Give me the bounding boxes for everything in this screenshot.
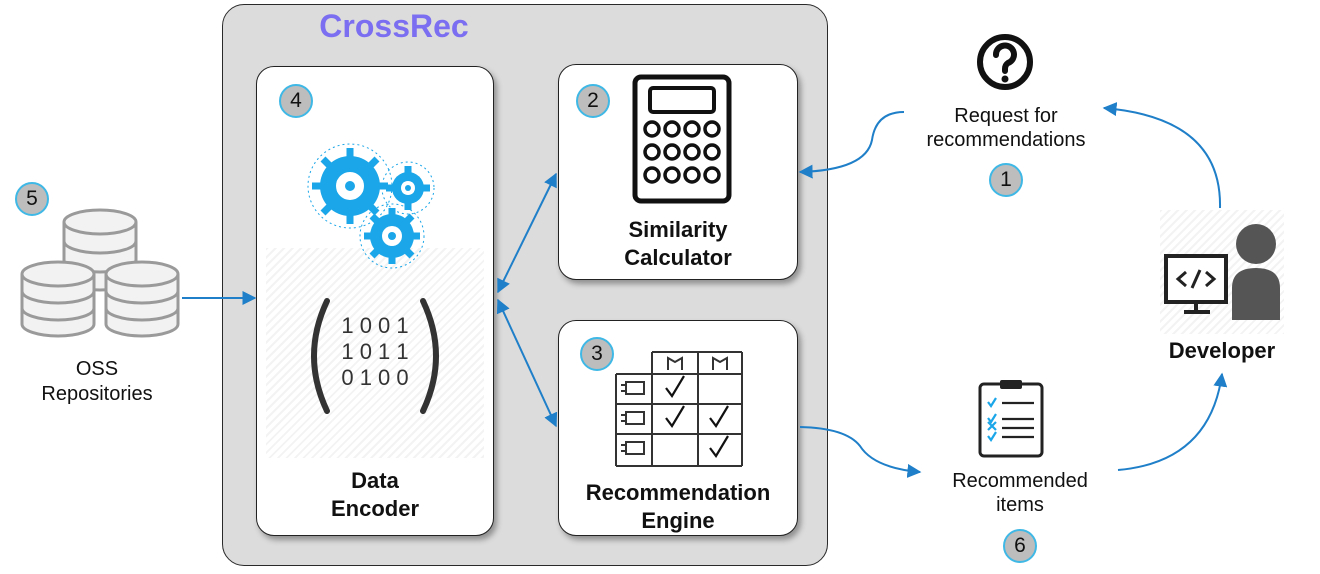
recommendation-matrix-icon <box>615 351 743 467</box>
calculator-icon <box>632 74 732 204</box>
recommended-label-1: Recommended <box>952 470 1088 492</box>
arrow-request-to-similarity <box>798 111 905 179</box>
step-badge-1: 1 <box>989 163 1023 197</box>
binary-matrix-icon: 1 0 0 1 1 0 1 1 0 1 0 0 <box>311 298 439 414</box>
step-badge-6: 6 <box>1003 529 1037 563</box>
question-mark-icon <box>977 34 1033 90</box>
database-icon <box>20 208 180 338</box>
data-encoder-label-2: Encoder <box>330 496 420 521</box>
recommended-label-2: items <box>996 494 1044 516</box>
step-badge-2: 2 <box>576 84 610 118</box>
request-label-1: Request for <box>954 105 1058 127</box>
binary-row: 0 1 0 0 <box>341 365 408 390</box>
developer-icon <box>1164 224 1280 320</box>
gears-icon <box>307 143 435 269</box>
step-badge-5: 5 <box>15 182 49 216</box>
request-label-2: recommendations <box>926 129 1086 151</box>
engine-label-2: Engine <box>641 508 715 533</box>
arrow-encoder-similarity <box>497 172 557 294</box>
encoder-hatch-area <box>266 248 484 458</box>
binary-row: 1 0 0 1 <box>341 313 408 338</box>
arrow-items-to-developer <box>1117 372 1228 471</box>
step-badge-3: 3 <box>580 337 614 371</box>
data-encoder-label-1: Data <box>351 468 399 493</box>
arrow-engine-to-items <box>799 426 922 478</box>
developer-label: Developer <box>1168 338 1276 363</box>
step-badge-4: 4 <box>279 84 313 118</box>
repositories-label-1: OSS <box>75 358 119 380</box>
checklist-icon <box>978 380 1044 458</box>
arrow-encoder-engine <box>496 298 558 428</box>
arrow-developer-to-request <box>1102 102 1222 209</box>
similarity-label-2: Calculator <box>624 245 732 270</box>
repositories-label-2: Repositories <box>41 383 153 405</box>
crossrec-title: CrossRec <box>319 8 469 44</box>
engine-label-1: Recommendation <box>585 480 771 505</box>
binary-row: 1 0 1 1 <box>341 339 408 364</box>
similarity-label-1: Similarity <box>628 217 728 242</box>
